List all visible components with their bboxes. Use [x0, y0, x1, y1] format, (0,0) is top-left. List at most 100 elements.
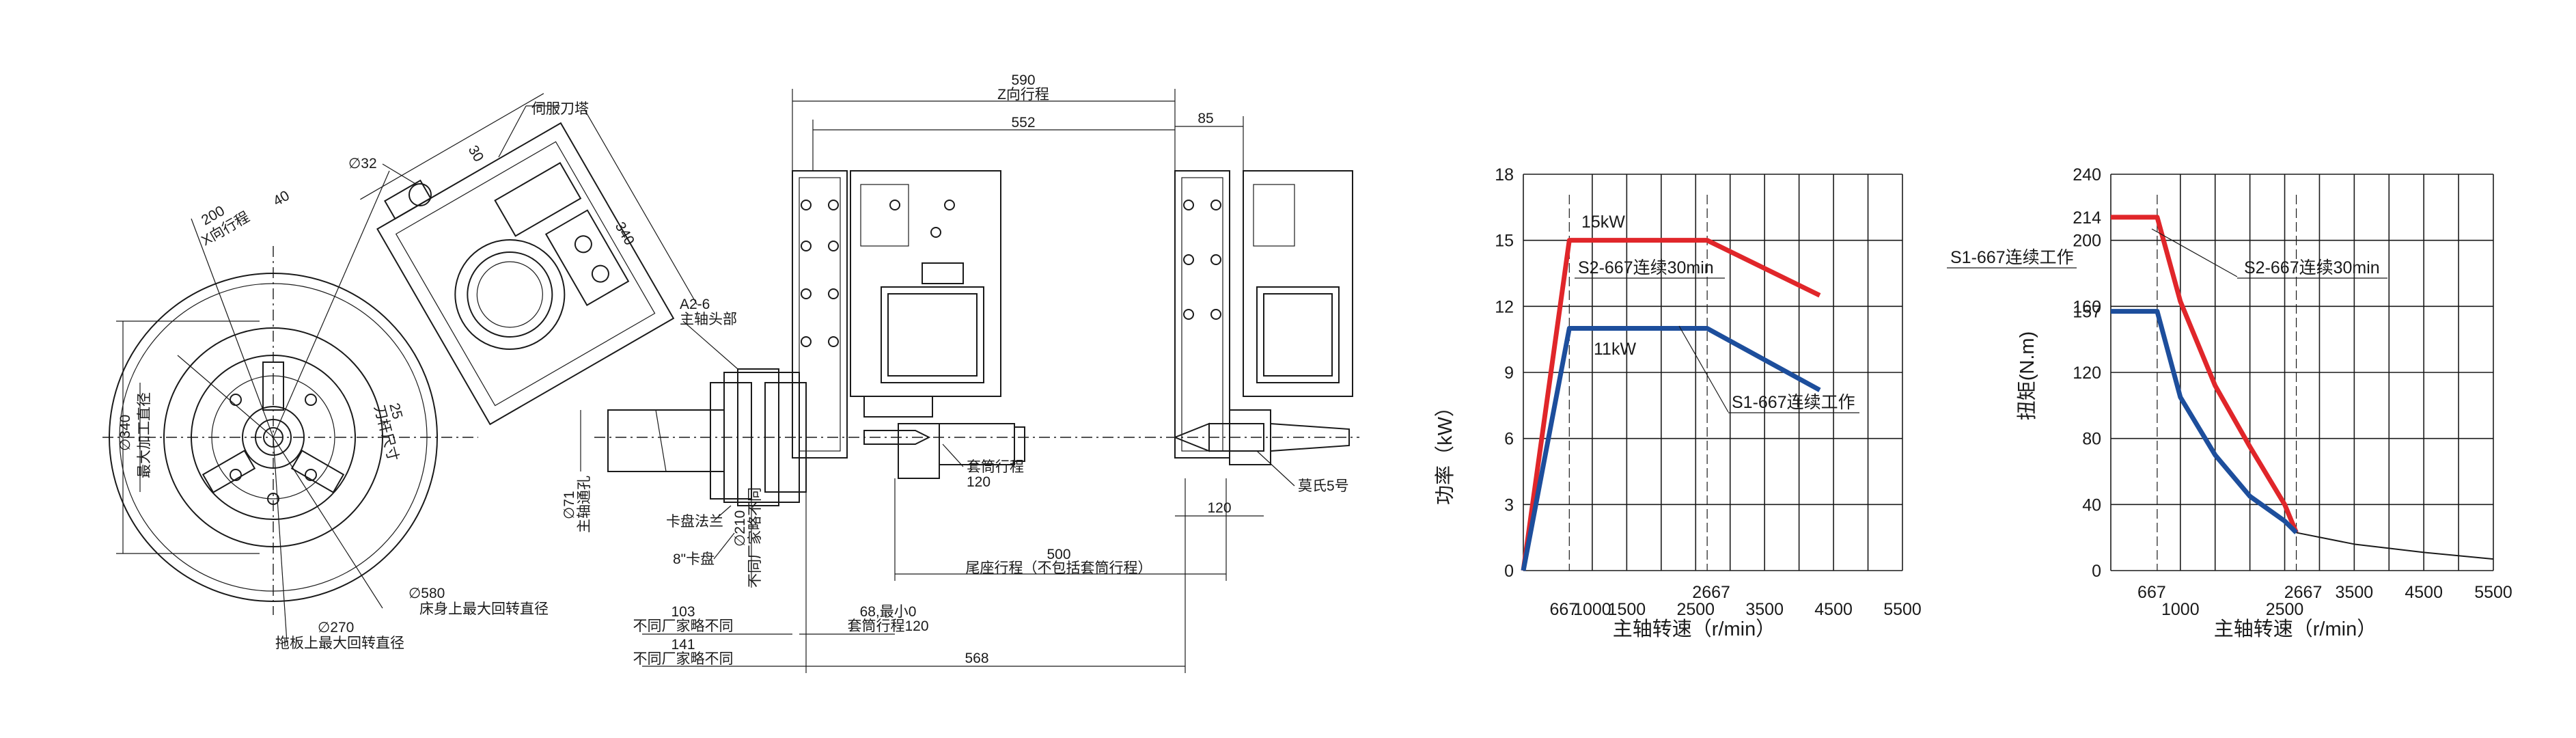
x-tick-label: 1000: [1573, 600, 1611, 619]
torque-ylabel: 扭矩(N.m): [2016, 331, 2038, 420]
column-bolt: [1183, 254, 1194, 265]
power-xlabel: 主轴转速（r/min）: [1613, 618, 1775, 640]
column-bolt: [828, 241, 839, 251]
turret-motor: [544, 209, 630, 306]
x-tick-label: 667: [2137, 583, 2166, 602]
morse-taper: [1270, 422, 1350, 452]
x-tick-label: 667: [1549, 600, 1578, 619]
carriage-motor: [881, 286, 984, 383]
carriage-plate: [860, 184, 909, 247]
spindle-shaft: [607, 409, 725, 472]
x-tick-label: 5500: [2474, 583, 2512, 602]
spindle-head-code: A2-6: [680, 297, 710, 312]
headstock-column: [792, 170, 848, 459]
chuck-jaw-right: [290, 450, 345, 493]
quill-travel-value: 120: [967, 474, 991, 490]
dia-270: ∅270: [318, 620, 354, 636]
turret-clamp: [494, 162, 582, 237]
turret-bolt: [591, 264, 609, 283]
y-tick-label: 3: [1504, 495, 1514, 515]
label-11kw: 11kW: [1594, 340, 1636, 359]
leader-line: [273, 170, 390, 438]
turret-body: [360, 93, 698, 426]
tailstock-motor-inner: [1263, 293, 1333, 377]
x-tick-label: 2667: [1692, 583, 1730, 602]
series-line: [1521, 238, 1821, 571]
label-s1-power: S1-667连续工作: [1732, 393, 1855, 412]
leader-line: [273, 437, 383, 609]
y-tick-label: 9: [1504, 364, 1514, 383]
quill-travel-label: 套筒行程: [967, 459, 1024, 475]
column-bolt: [801, 336, 812, 347]
vendor-diff-2: 不同厂家略不同: [633, 618, 734, 634]
dim-141: 141: [671, 637, 695, 653]
y-tick-label: 40: [2082, 495, 2101, 515]
swing-over-bed: 床身上最大回转直径: [419, 601, 549, 617]
dim-30: 30: [465, 143, 487, 165]
quill: [939, 423, 1015, 465]
column-bolt: [1183, 309, 1194, 320]
tailstock-block: [1243, 170, 1353, 397]
y-tick-label: 18: [1495, 165, 1514, 184]
max-machining-dia: 最大加工直径: [137, 392, 152, 478]
y-tick-label: 0: [1504, 562, 1514, 581]
dim-32: ∅32: [348, 156, 377, 172]
column-bolt: [828, 288, 839, 299]
turret-outline: [376, 122, 675, 426]
leader-line: [191, 218, 274, 438]
spindle-head-label: 主轴头部: [680, 312, 737, 327]
dim-568: 568: [965, 651, 988, 666]
quill-travel-120: 套筒行程120: [847, 618, 928, 634]
series-line: [2111, 215, 2299, 534]
tool-shank: [863, 396, 933, 418]
tool-bit: [863, 430, 931, 445]
label-15kw: 15kW: [1581, 213, 1625, 232]
torque-chart-series: [2111, 215, 2494, 560]
tailstock-quill: [1208, 423, 1264, 452]
turret-disc-inner: [467, 251, 553, 338]
reference-curve: [2296, 532, 2494, 560]
dia-340: ∅340: [117, 415, 133, 451]
torque-chart-grid: [2110, 174, 2494, 571]
chuck-bolt: [305, 394, 317, 406]
column-bolt: [1210, 309, 1221, 320]
quill-end: [1014, 426, 1025, 462]
turret-dim-line: [584, 109, 698, 305]
x-tick-label: 1000: [2161, 600, 2200, 619]
y-tick-label: 12: [1495, 297, 1514, 316]
x-tick-label: 5500: [1883, 600, 1922, 619]
y-tick-label: 120: [2073, 364, 2101, 383]
dim-40: 40: [271, 188, 292, 210]
break-line: [655, 409, 667, 472]
leader-line: [713, 505, 732, 521]
turret-bolt: [574, 235, 592, 254]
column-bolt: [801, 288, 812, 299]
series-line: [1521, 326, 1821, 571]
y-tick-label: 160: [2073, 297, 2101, 316]
y-tick-label: 240: [2073, 165, 2101, 184]
chuck-bolt: [230, 394, 242, 406]
x-tick-label: 2667: [2284, 583, 2323, 602]
dia-71: ∅71: [562, 491, 577, 519]
carriage-label-plate: [922, 262, 964, 284]
swing-over-carriage: 拖板上最大回转直径: [275, 636, 404, 651]
dia-210: ∅210: [732, 510, 748, 547]
turret-disc-outer: [454, 238, 566, 350]
vendor-diff-3: 不同厂家略不同: [633, 651, 734, 667]
leader-line: [2151, 228, 2238, 277]
column-bolt: [1183, 200, 1194, 210]
y-tick-label: 0: [2092, 562, 2101, 581]
carriage-bolt: [944, 200, 955, 210]
turret-tool-stem: [384, 179, 432, 220]
y-tick-label: 214: [2073, 208, 2101, 228]
carriage-motor-inner: [887, 293, 978, 377]
dim-590: 590: [1011, 72, 1035, 88]
power-chart-series: [1521, 238, 1821, 571]
turret-disc-core: [476, 261, 543, 328]
leader-line: [713, 532, 735, 560]
side-view: A2-6 主轴头部: [562, 72, 1359, 673]
